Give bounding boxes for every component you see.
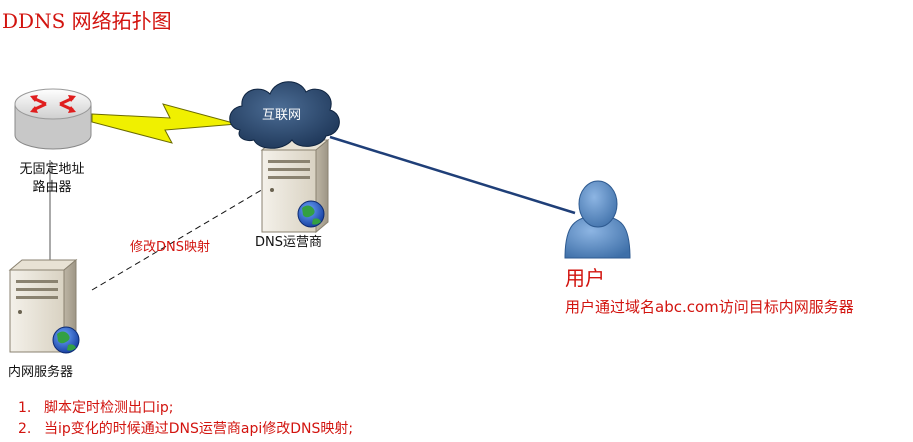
user-name-label: 用户	[565, 266, 605, 290]
diagram-title: DDNS 网络拓扑图	[2, 9, 172, 33]
note-item: 1. 脚本定时检测出口ip;	[18, 398, 353, 419]
router-label-line2: 路由器	[32, 180, 72, 195]
note-number: 1.	[18, 400, 32, 416]
dns-provider-label: DNS运营商	[255, 235, 322, 250]
modify-dns-link	[91, 171, 293, 291]
note-number: 2.	[18, 421, 32, 437]
internet-cloud-icon	[229, 81, 340, 149]
user-icon	[564, 180, 631, 259]
router-label-line1: 无固定地址	[19, 162, 85, 177]
internet-user-link	[329, 135, 576, 215]
internal-server-globe-icon	[52, 326, 80, 354]
note-text: 当ip变化的时候通过DNS运营商api修改DNS映射;	[44, 421, 354, 437]
note-text: 脚本定时检测出口ip;	[44, 400, 174, 416]
modify-dns-label: 修改DNS映射	[130, 240, 210, 255]
dns-provider-globe-icon	[297, 200, 325, 228]
internet-label: 互联网	[262, 108, 302, 123]
router-label: 无固定地址 路由器	[12, 161, 92, 197]
note-item: 2. 当ip变化的时候通过DNS运营商api修改DNS映射;	[18, 419, 353, 440]
user-description: 用户通过域名abc.com访问目标内网服务器	[565, 298, 854, 316]
internal-server-label: 内网服务器	[8, 365, 74, 380]
router-icon	[14, 88, 92, 150]
wan-lightning-link	[91, 103, 238, 144]
notes-list: 1. 脚本定时检测出口ip; 2. 当ip变化的时候通过DNS运营商api修改DNS…	[18, 398, 353, 440]
